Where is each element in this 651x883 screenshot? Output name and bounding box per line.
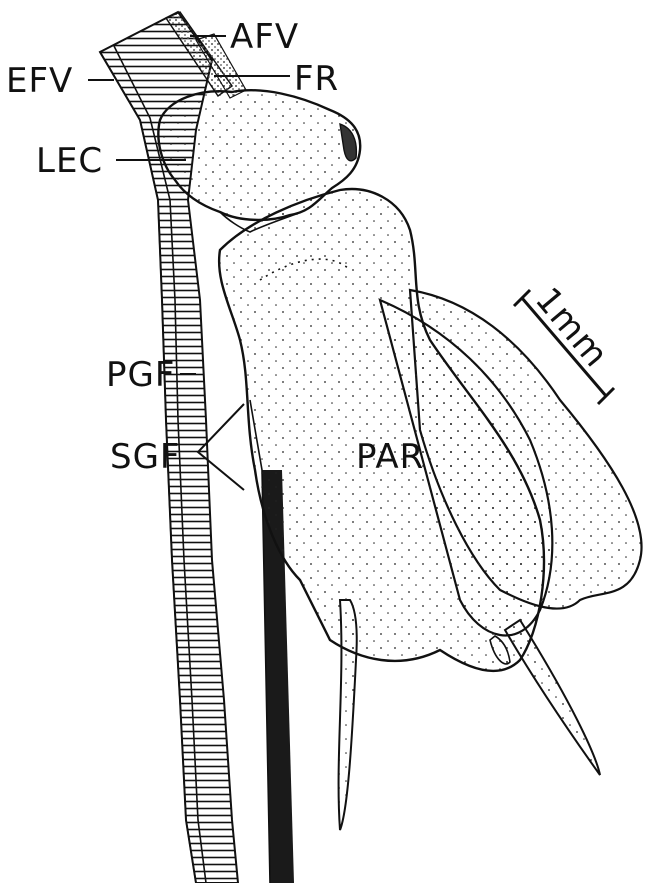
label-par: PAR xyxy=(356,437,424,477)
label-efv: EFV xyxy=(6,61,73,101)
label-sgf: SGF xyxy=(110,437,181,477)
label-fr: FR xyxy=(294,59,339,99)
label-lec: LEC xyxy=(36,141,103,181)
scale-bar-label: 1mm xyxy=(527,280,616,375)
label-afv: AFV xyxy=(230,17,299,57)
label-pgf: PGF xyxy=(106,355,175,395)
